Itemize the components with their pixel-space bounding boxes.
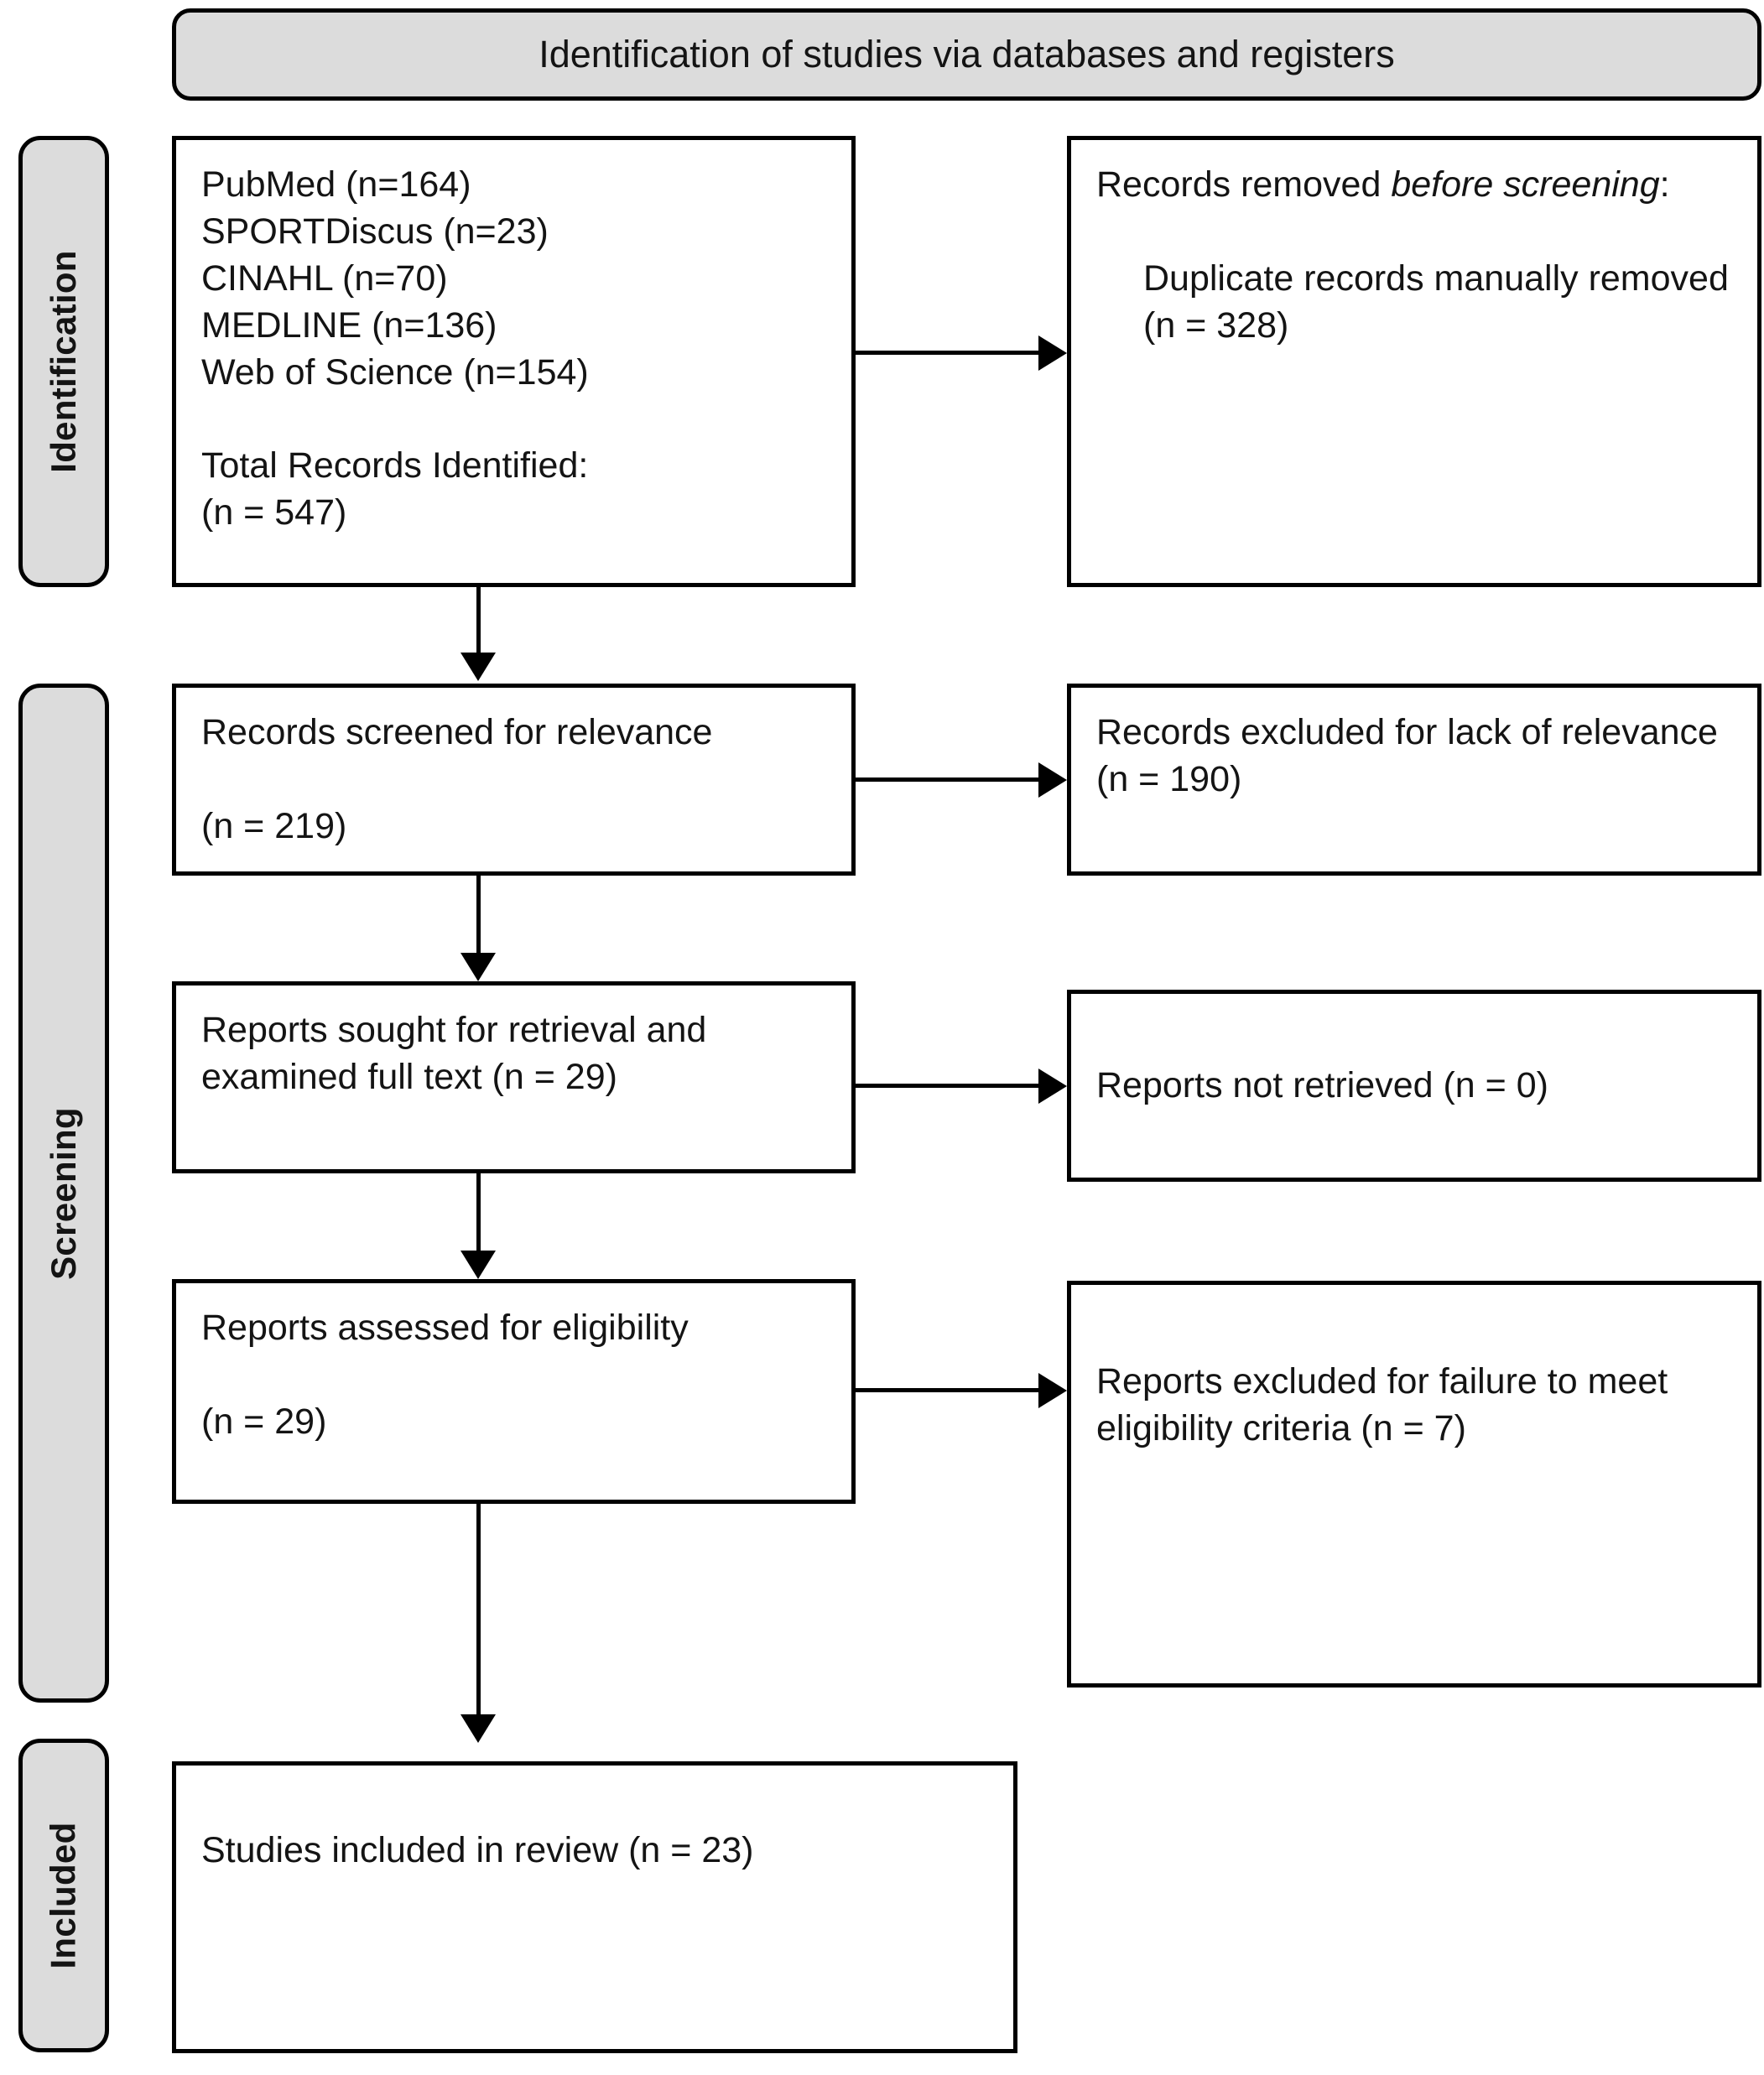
box-records-removed-before-screening: Records removed before screening: Duplica… [1067, 136, 1761, 587]
box-records-excluded-relevance: Records excluded for lack of relevance (… [1067, 684, 1761, 876]
arrowhead-screened-to-sought [461, 953, 496, 981]
stage-label-screening: Screening [44, 1106, 83, 1280]
stage-pill-screening: Screening [18, 684, 109, 1703]
reports-excluded-eligibility-text: Reports excluded for failure to meet eli… [1096, 1360, 1678, 1448]
box-reports-assessed: Reports assessed for eligibility (n = 29) [172, 1279, 856, 1504]
arrowhead-assessed-to-excluded-eligibility [1038, 1373, 1067, 1408]
connector-screened-to-excluded [856, 777, 1038, 782]
connector-screened-to-sought [476, 876, 481, 953]
connector-assessed-to-excluded-eligibility [856, 1388, 1038, 1392]
reports-assessed-line1: Reports assessed for eligibility [201, 1308, 689, 1348]
box-records-screened: Records screened for relevance (n = 219) [172, 684, 856, 876]
duplicate-records-removed: Duplicate records manually removed (n = … [1143, 257, 1739, 346]
arrowhead-sought-to-assessed [461, 1251, 496, 1279]
arrowhead-assessed-to-included [461, 1714, 496, 1743]
records-identified-text: PubMed (n=164) SPORTDiscus (n=23) CINAHL (… [201, 162, 826, 537]
box-reports-not-retrieved: Reports not retrieved (n = 0) [1067, 990, 1761, 1182]
removed-heading-italic: before screening [1391, 164, 1660, 205]
box-reports-sought: Reports sought for retrieval and examine… [172, 981, 856, 1173]
stage-pill-identification: Identification [18, 136, 109, 587]
source-db-1: SPORTDiscus (n=23) [201, 211, 549, 252]
records-screened-line1: Records screened for relevance [201, 712, 713, 752]
diagram-title: Identification of studies via databases … [539, 33, 1395, 75]
arrowhead-screened-to-excluded [1038, 762, 1067, 798]
diagram-header-banner: Identification of studies via databases … [172, 8, 1761, 101]
total-records-value: (n = 547) [201, 492, 347, 533]
removed-heading-suffix: : [1659, 164, 1670, 205]
connector-sought-to-assessed [476, 1173, 481, 1251]
connector-assessed-to-included [476, 1504, 481, 1714]
reports-assessed-line2: (n = 29) [201, 1401, 327, 1442]
arrowhead-sought-to-not-retrieved [1038, 1069, 1067, 1104]
total-records-label: Total Records Identified: [201, 445, 589, 486]
box-reports-excluded-eligibility: Reports excluded for failure to meet eli… [1067, 1281, 1761, 1688]
source-db-0: PubMed (n=164) [201, 164, 471, 205]
arrowhead-identified-to-removed [1038, 335, 1067, 371]
connector-identified-to-screened [476, 587, 481, 653]
reports-assessed-text: Reports assessed for eligibility (n = 29) [201, 1305, 826, 1446]
arrowhead-identified-to-screened [461, 653, 496, 681]
stage-label-identification: Identification [44, 250, 83, 473]
connector-sought-to-not-retrieved [856, 1084, 1038, 1088]
records-screened-text: Records screened for relevance (n = 219) [201, 710, 826, 850]
box-studies-included: Studies included in review (n = 23) [172, 1761, 1017, 2053]
connector-identified-to-removed [856, 351, 1038, 355]
stage-pill-included: Included [18, 1739, 109, 2052]
records-screened-line2: (n = 219) [201, 805, 347, 846]
removed-heading-prefix: Records removed [1096, 164, 1392, 205]
source-db-3: MEDLINE (n=136) [201, 304, 497, 346]
studies-included-text: Studies included in review (n = 23) [201, 1830, 754, 1870]
source-db-4: Web of Science (n=154) [201, 351, 589, 393]
records-excluded-relevance-text: Records excluded for lack of relevance (… [1096, 712, 1728, 799]
reports-sought-text: Reports sought for retrieval and examine… [201, 1010, 717, 1097]
records-removed-text: Records removed before screening:Duplica… [1096, 162, 1732, 350]
source-db-2: CINAHL (n=70) [201, 257, 448, 299]
box-records-identified: PubMed (n=164) SPORTDiscus (n=23) CINAHL (… [172, 136, 856, 587]
reports-not-retrieved-text: Reports not retrieved (n = 0) [1096, 1064, 1548, 1105]
stage-label-included: Included [44, 1822, 84, 1969]
